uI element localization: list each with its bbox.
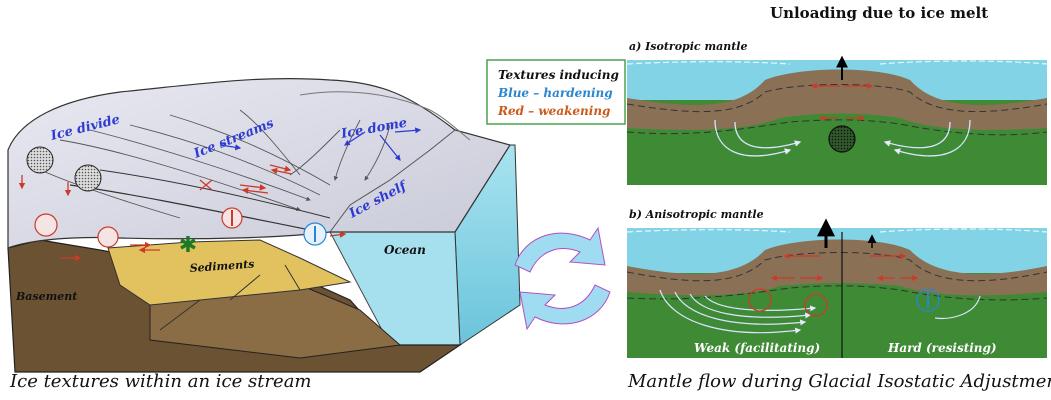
panel-b-weakening-texture <box>804 293 828 317</box>
legend-hardening: Blue – hardening <box>497 86 613 100</box>
panel-a-label: a) Isotropic mantle <box>629 40 747 53</box>
flow-arrow <box>219 144 242 151</box>
texture-circle-weakening <box>97 226 119 248</box>
ice-stream-flowlines <box>29 109 391 219</box>
panel-b-ice-dashed <box>626 228 1048 233</box>
basement-label: Basement <box>15 290 77 303</box>
panel-b-hardening-texture <box>916 288 940 312</box>
texture-circle-weakening <box>34 213 58 237</box>
panel-a-isotropic: a) Isotropic mantle <box>626 40 1048 185</box>
recycle-arrows-icon <box>514 226 611 331</box>
flow-arrow <box>394 127 422 134</box>
panel-a-ice-dashed <box>626 60 1048 65</box>
panel-b-label: b) Anisotropic mantle <box>629 208 764 221</box>
star-icon: ✱ <box>179 233 197 258</box>
rock-fault-lines <box>159 264 301 331</box>
panel-b-flow-lines <box>659 289 981 334</box>
ice-stream-block: ✱ Ice divide Ice streams Ice dome Ice sh… <box>7 77 521 373</box>
sediments-label: Sediments <box>189 258 254 275</box>
ice-stream-margin <box>69 184 321 233</box>
hard-resisting-label: Hard (resisting) <box>887 341 997 355</box>
panel-b-crust <box>627 239 1047 296</box>
ice-stream-margin <box>99 169 331 219</box>
legend-weakening: Red – weakening <box>497 104 610 118</box>
panel-b-weakening-texture <box>748 288 772 312</box>
texture-circle-isotropic <box>26 146 54 174</box>
panel-a-isotropic-texture <box>828 125 856 153</box>
legend-title: Textures inducing <box>498 68 619 82</box>
right-panel-title: Unloading due to ice melt <box>770 4 988 22</box>
right-caption: Mantle flow during Glacial Isostatic Adj… <box>627 371 1051 392</box>
panel-a-crust-dashed <box>626 84 1048 113</box>
flow-arrow <box>379 134 401 161</box>
left-caption: Ice textures within an ice stream <box>9 371 312 392</box>
ice-sheet-body <box>7 77 511 249</box>
legend-box <box>486 59 626 125</box>
texture-legend: Textures inducing Blue – hardening Red –… <box>486 59 626 125</box>
ocean-label: Ocean <box>384 243 426 257</box>
weak-facilitating-label: Weak (facilitating) <box>694 341 820 355</box>
texture-circle-isotropic <box>74 164 102 192</box>
panel-a-crust <box>627 69 1047 130</box>
panel-a-base-dashed <box>626 119 1048 136</box>
sediment-layer <box>107 239 352 306</box>
ice-dome-ridge <box>299 91 471 141</box>
panel-a-flow-lines <box>714 119 971 157</box>
panel-b-red-arrows <box>770 253 919 281</box>
panel-b-crust-dashed <box>626 252 1048 282</box>
shear-arrows <box>18 164 347 262</box>
panel-a-red-arrows <box>810 83 874 121</box>
flow-arrow <box>343 131 366 146</box>
ice-shelf-edge <box>329 129 456 233</box>
panel-b-anisotropic: b) Anisotropic mantle Weak (facilitating… <box>626 208 1048 358</box>
